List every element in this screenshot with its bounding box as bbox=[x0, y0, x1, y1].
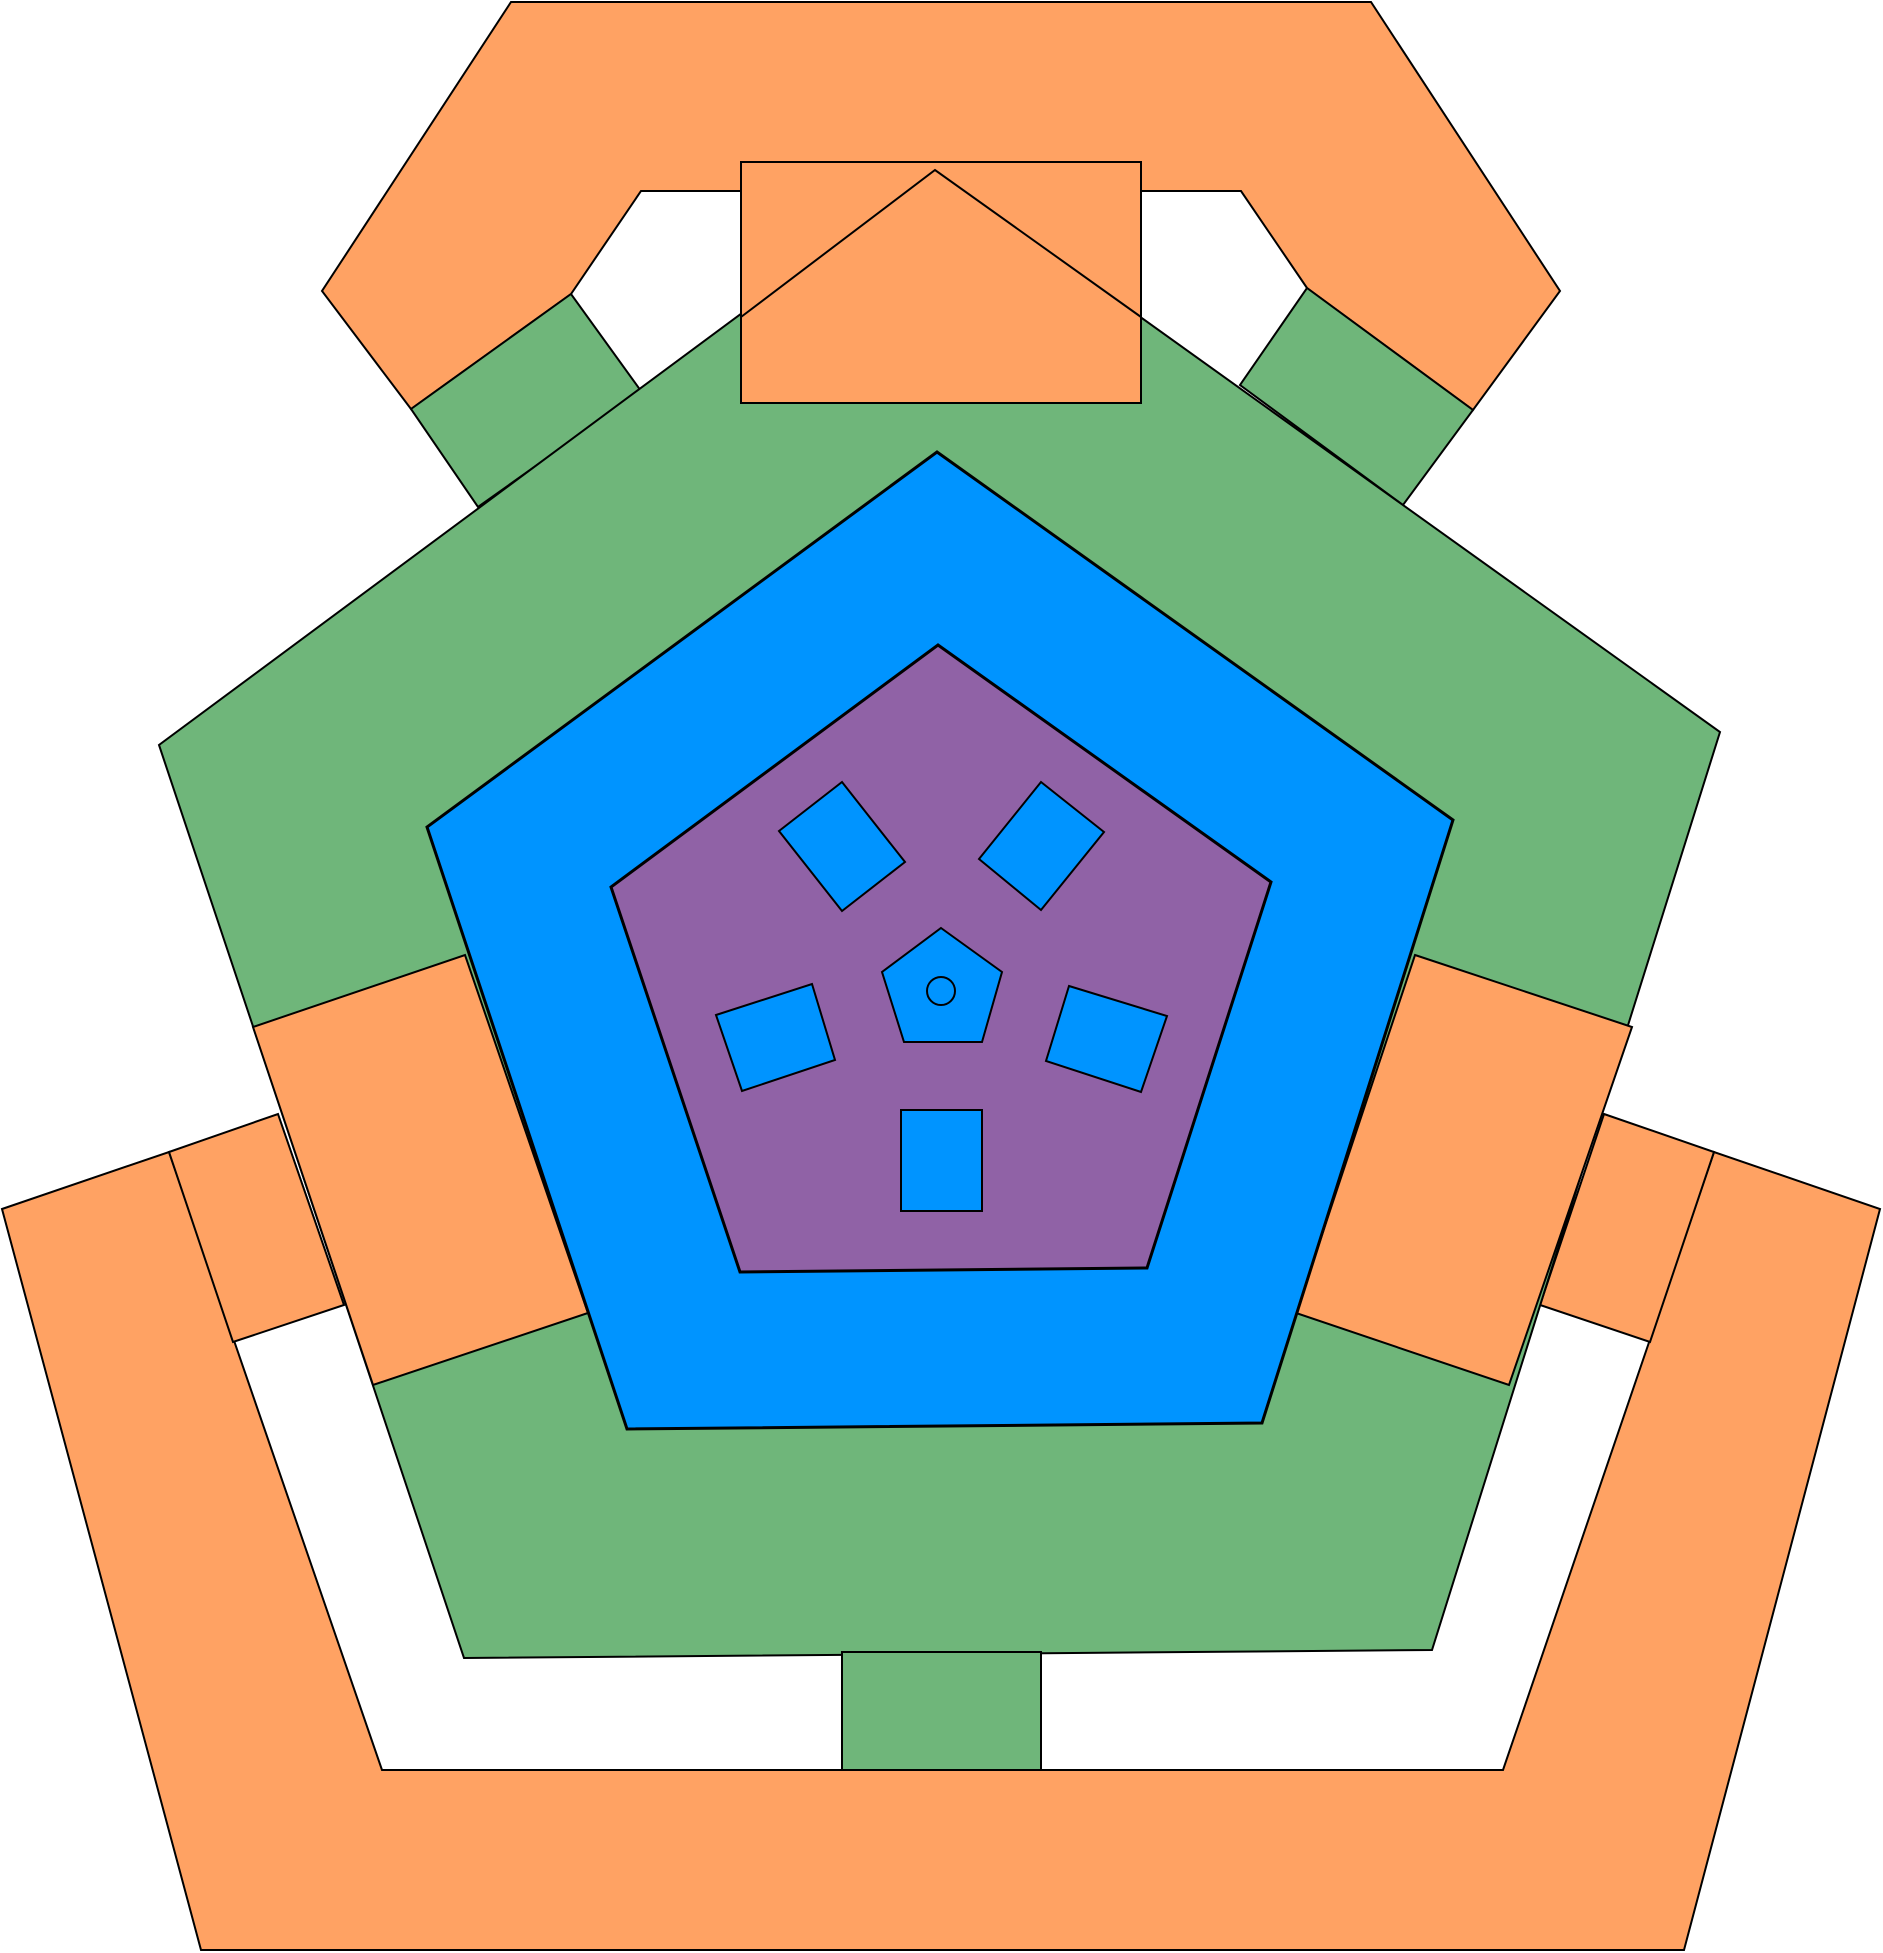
upper-right-blue-square bbox=[977, 780, 1106, 912]
left-blue-square bbox=[714, 982, 837, 1093]
left-orange-band bbox=[167, 1112, 346, 1344]
center-circle bbox=[926, 976, 956, 1006]
bottom-blue-rectangle bbox=[900, 1109, 983, 1212]
upper-left-blue-square bbox=[777, 780, 907, 913]
right-orange-band bbox=[1538, 1112, 1716, 1344]
top-orange-rectangle bbox=[740, 161, 1142, 404]
top-orange-frame bbox=[320, 0, 1562, 412]
top-rectangle-apex-outline bbox=[740, 168, 1142, 318]
right-blue-square bbox=[1044, 984, 1169, 1094]
bottom-green-connector bbox=[841, 1651, 1042, 1771]
